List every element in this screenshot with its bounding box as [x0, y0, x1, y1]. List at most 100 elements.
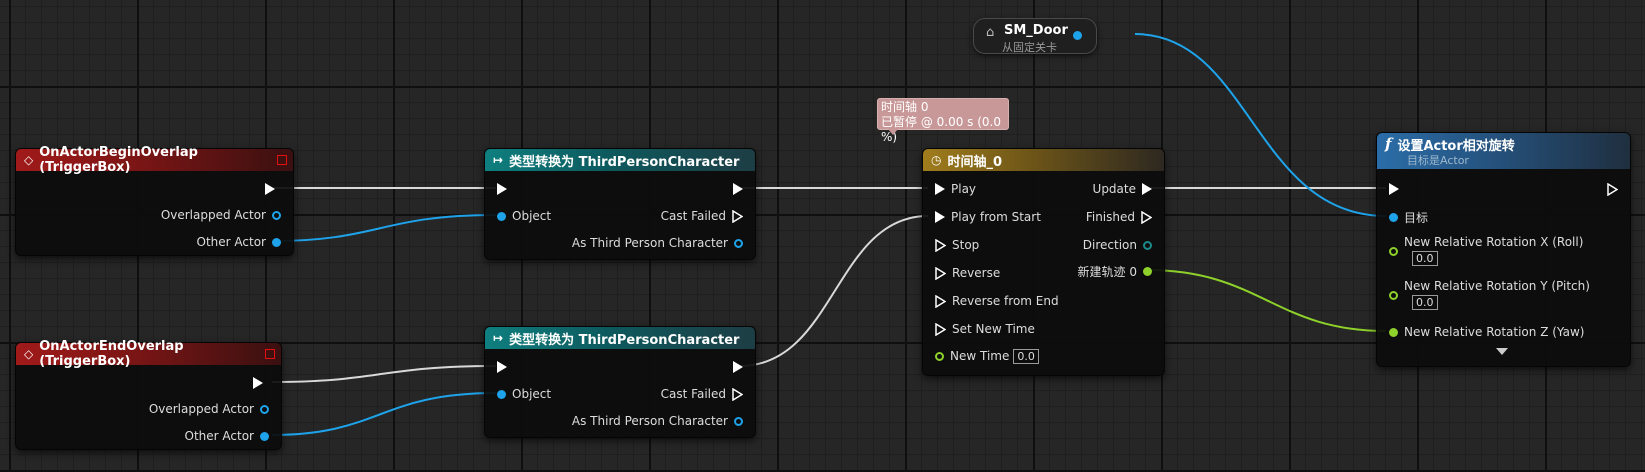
enum-pin-icon	[1143, 240, 1152, 250]
event-node-end-overlap[interactable]: ◇ OnActorEndOverlap (TriggerBox) Overlap…	[15, 339, 282, 450]
update-pin[interactable]: Update	[1093, 181, 1152, 197]
event-node-begin-overlap[interactable]: ◇ OnActorBeginOverlap (TriggerBox) Overl…	[15, 145, 294, 256]
function-f-icon: f	[1385, 135, 1392, 153]
exec-input-pin[interactable]	[497, 181, 507, 197]
stop-pin[interactable]: Stop	[935, 237, 979, 253]
overlapped-actor-pin[interactable]: Overlapped Actor	[149, 401, 269, 417]
exec-arrow-icon	[733, 183, 743, 195]
exec-arrow-icon	[935, 211, 945, 223]
pin-label: Overlapped Actor	[160, 208, 266, 222]
object-input-pin[interactable]: Object	[497, 208, 551, 224]
other-actor-pin[interactable]: Other Actor	[197, 234, 281, 250]
rotation-x-value-field[interactable]: 0.0	[1412, 251, 1438, 266]
exec-wire-cast-to-playfromstart	[739, 215, 929, 367]
cast-node-header[interactable]: ↦ 类型转换为 ThirdPersonCharacter	[485, 327, 755, 349]
cast-failed-pin[interactable]: Cast Failed	[661, 386, 743, 402]
as-character-pin[interactable]: As Third Person Character	[572, 413, 743, 429]
set-new-time-pin[interactable]: Set New Time	[935, 321, 1035, 337]
float-wire-track-to-yaw	[1146, 269, 1387, 332]
object-input-pin[interactable]: Object	[497, 386, 551, 402]
exec-input-pin[interactable]	[1389, 181, 1399, 197]
pin-label: Object	[512, 209, 552, 223]
target-pin[interactable]: 目标	[1389, 209, 1428, 225]
play-from-start-pin[interactable]: Play from Start	[935, 209, 1041, 225]
pin-label: Cast Failed	[660, 209, 726, 223]
exec-hollow-icon	[1607, 182, 1618, 196]
function-node-set-relative-rotation[interactable]: f 设置Actor相对旋转 目标是Actor 目标 New Relative R…	[1376, 132, 1631, 367]
pin-label: Set New Time	[952, 322, 1035, 336]
exec-output-pin[interactable]	[253, 375, 263, 391]
delegate-pin[interactable]	[265, 349, 275, 359]
float-pin-icon	[1143, 266, 1152, 276]
pin-label: Reverse	[952, 266, 1001, 280]
exec-hollow-icon	[1141, 210, 1152, 224]
pin-label: New Relative Rotation Z (Yaw)	[1404, 325, 1585, 339]
other-actor-pin[interactable]: Other Actor	[185, 428, 269, 444]
exec-arrow-icon	[253, 377, 263, 389]
cast-arrow-icon: ↦	[493, 153, 504, 167]
exec-arrow-icon	[1389, 183, 1399, 195]
as-character-pin[interactable]: As Third Person Character	[572, 235, 743, 251]
exec-output-pin[interactable]	[1607, 181, 1618, 197]
float-pin-icon	[935, 351, 944, 361]
pin-label: New Relative Rotation Y (Pitch)	[1404, 279, 1590, 293]
direction-pin[interactable]: Direction	[1083, 237, 1152, 253]
pin-label: Stop	[952, 238, 980, 252]
new-track-pin[interactable]: 新建轨迹 0	[1078, 263, 1152, 279]
node-title: SM_Door	[1004, 23, 1068, 38]
finished-pin[interactable]: Finished	[1086, 209, 1152, 225]
pin-label: Reverse from End	[952, 294, 1059, 308]
float-pin-icon	[1389, 246, 1398, 256]
exec-hollow-icon	[935, 294, 946, 308]
reverse-pin[interactable]: Reverse	[935, 265, 1000, 281]
exec-arrow-icon	[935, 183, 945, 195]
exec-arrow-icon	[497, 183, 507, 195]
overlapped-actor-pin[interactable]: Overlapped Actor	[161, 207, 281, 223]
exec-arrow-icon	[1142, 183, 1152, 195]
event-node-header[interactable]: ◇ OnActorEndOverlap (TriggerBox)	[16, 339, 281, 369]
new-time-pin[interactable]: New Time 0.0	[935, 348, 1039, 364]
object-wire-end-to-cast	[271, 392, 497, 436]
object-wire-begin-to-cast	[271, 214, 497, 242]
node-title: OnActorEndOverlap (TriggerBox)	[39, 339, 184, 369]
cast-failed-pin[interactable]: Cast Failed	[661, 208, 743, 224]
exec-wire-end-to-cast	[271, 365, 497, 383]
new-time-value-field[interactable]: 0.0	[1013, 348, 1039, 364]
pin-label: As Third Person Character	[571, 236, 728, 250]
cast-node-header[interactable]: ↦ 类型转换为 ThirdPersonCharacter	[485, 149, 755, 171]
house-icon: ⌂	[986, 25, 995, 40]
rotation-z-pin[interactable]: New Relative Rotation Z (Yaw)	[1389, 324, 1584, 340]
pin-label: 新建轨迹 0	[1077, 264, 1137, 279]
timeline-node[interactable]: ◷ 时间轴_0 Play Update Play from Start Fini…	[922, 148, 1165, 376]
rotation-y-value-field[interactable]: 0.0	[1412, 295, 1438, 310]
node-title: OnActorBeginOverlap (TriggerBox)	[39, 145, 198, 175]
object-pin-icon	[497, 211, 506, 221]
delegate-pin[interactable]	[277, 155, 287, 165]
event-node-header[interactable]: ◇ OnActorBeginOverlap (TriggerBox)	[16, 145, 293, 175]
exec-output-pin[interactable]	[733, 181, 743, 197]
object-output-pin[interactable]	[1073, 31, 1082, 40]
chevron-down-icon[interactable]	[1496, 348, 1508, 355]
exec-output-pin[interactable]	[265, 181, 275, 197]
play-pin[interactable]: Play	[935, 181, 976, 197]
exec-input-pin[interactable]	[497, 359, 507, 375]
pin-label: New Relative Rotation X (Roll)	[1404, 235, 1584, 249]
pin-label: Object	[512, 387, 552, 401]
node-title: 类型转换为 ThirdPersonCharacter	[509, 332, 740, 348]
object-pin-icon	[260, 404, 269, 414]
rotation-y-pin[interactable]: New Relative Rotation Y (Pitch)	[1389, 278, 1590, 300]
actor-reference-node-sm-door[interactable]: ⌂ SM_Door 从固定关卡	[973, 18, 1097, 54]
reverse-from-end-pin[interactable]: Reverse from End	[935, 293, 1059, 309]
timeline-node-header[interactable]: ◷ 时间轴_0	[923, 149, 1164, 171]
exec-output-pin[interactable]	[733, 359, 743, 375]
object-pin-icon	[1389, 212, 1398, 222]
exec-arrow-icon	[733, 361, 743, 373]
float-pin-icon	[1389, 290, 1398, 300]
rotation-x-pin[interactable]: New Relative Rotation X (Roll)	[1389, 234, 1584, 256]
function-node-header[interactable]: f 设置Actor相对旋转 目标是Actor	[1377, 133, 1630, 169]
cast-node-top[interactable]: ↦ 类型转换为 ThirdPersonCharacter Object Cast…	[484, 148, 756, 260]
cast-node-bottom[interactable]: ↦ 类型转换为 ThirdPersonCharacter Object Cast…	[484, 326, 756, 438]
node-subtitle: 目标是Actor	[1407, 154, 1469, 167]
exec-hollow-icon	[732, 209, 743, 223]
exec-hollow-icon	[935, 238, 946, 252]
